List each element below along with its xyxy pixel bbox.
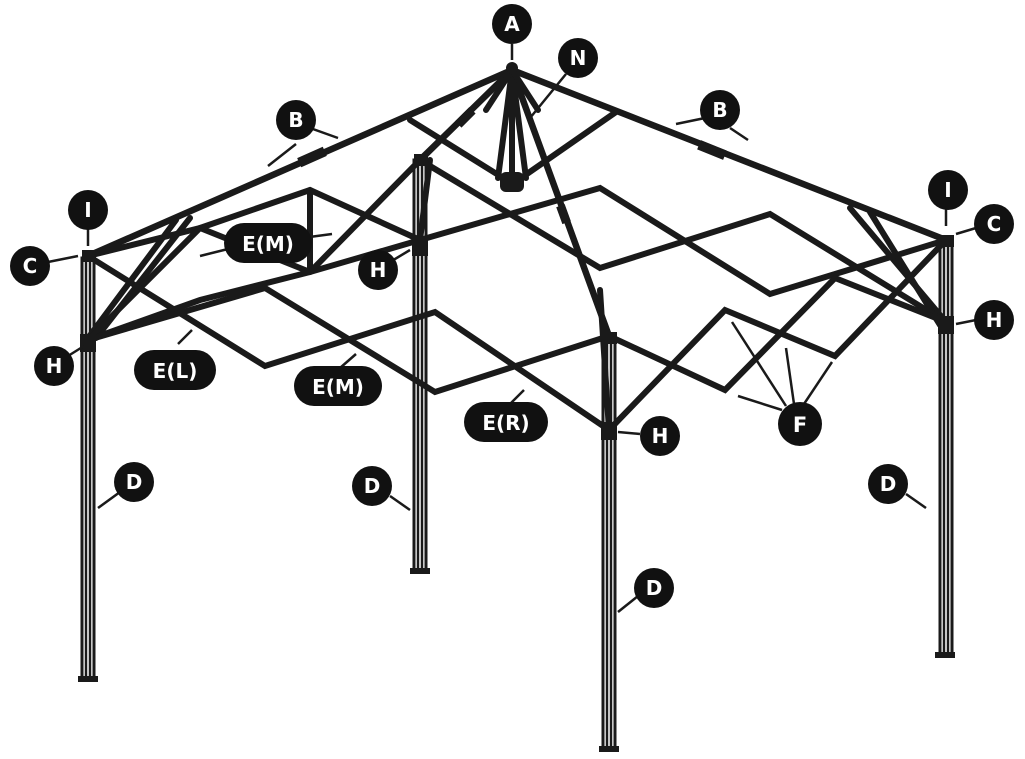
leg-front-left xyxy=(78,256,98,682)
roof-rafters xyxy=(84,66,950,340)
callout-d-front-left: D xyxy=(114,462,154,502)
svg-text:I: I xyxy=(944,178,951,202)
svg-text:I: I xyxy=(84,198,91,222)
svg-text:H: H xyxy=(46,354,63,378)
callout-a: A xyxy=(492,4,532,44)
roof-support-struts xyxy=(85,109,949,433)
svg-text:E(R): E(R) xyxy=(482,411,529,435)
truss-front-side xyxy=(85,253,612,433)
callout-em-back: E(M) xyxy=(224,223,312,263)
svg-text:H: H xyxy=(652,424,669,448)
svg-text:C: C xyxy=(987,212,1002,236)
callout-n: N xyxy=(558,38,598,78)
leg-back-right xyxy=(935,238,955,658)
svg-text:N: N xyxy=(570,46,587,70)
callout-h-front-right: H xyxy=(640,416,680,456)
truss-back-side xyxy=(417,157,949,325)
sliders xyxy=(80,238,954,440)
callout-f: F xyxy=(778,402,822,446)
callout-er: E(R) xyxy=(464,402,548,442)
callout-h-front-left: H xyxy=(34,346,74,386)
svg-text:H: H xyxy=(370,258,387,282)
callout-b-left: B xyxy=(276,100,316,140)
svg-text:H: H xyxy=(986,308,1003,332)
corner-brackets xyxy=(82,154,954,344)
leg-back-left xyxy=(410,158,430,574)
callout-d-back-right: D xyxy=(868,464,908,504)
callout-i-right: I xyxy=(928,170,968,210)
callout-d-front-right: D xyxy=(634,568,674,608)
svg-text:E(M): E(M) xyxy=(312,375,364,399)
svg-text:E(L): E(L) xyxy=(153,359,198,383)
callout-c-right: C xyxy=(974,204,1014,244)
callout-h-back-right: H xyxy=(974,300,1014,340)
svg-text:D: D xyxy=(880,472,897,496)
rafter-to-front-right xyxy=(508,66,613,340)
svg-text:F: F xyxy=(793,413,807,437)
truss-right-side xyxy=(606,237,949,433)
callouts: A N B B I I C C xyxy=(10,4,1014,608)
svg-text:D: D xyxy=(364,474,381,498)
svg-text:D: D xyxy=(126,470,143,494)
svg-text:D: D xyxy=(646,576,663,600)
callout-i-left: I xyxy=(68,190,108,230)
callout-c-left: C xyxy=(10,246,50,286)
svg-text:B: B xyxy=(288,108,303,132)
svg-text:A: A xyxy=(504,12,520,36)
callout-el: E(L) xyxy=(134,350,216,390)
center-hub xyxy=(483,62,541,192)
rafter-to-back-right xyxy=(508,66,950,244)
svg-text:B: B xyxy=(712,98,727,122)
callout-h-back-left: H xyxy=(358,250,398,290)
callout-b-right: B xyxy=(700,90,740,130)
callout-em-front: E(M) xyxy=(294,366,382,406)
svg-text:E(M): E(M) xyxy=(242,232,294,256)
leader-lines xyxy=(47,44,977,613)
svg-text:C: C xyxy=(23,254,38,278)
callout-d-back-left: D xyxy=(352,466,392,506)
